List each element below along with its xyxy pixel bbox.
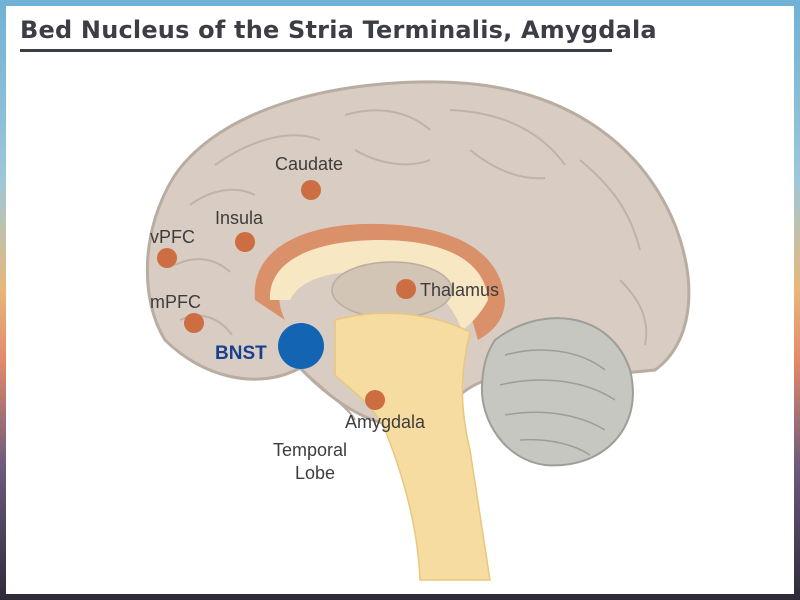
caudate-label: Caudate xyxy=(275,154,343,174)
insula-label: Insula xyxy=(215,208,264,228)
temporal-label-line2: Lobe xyxy=(295,463,335,483)
title-underline xyxy=(20,49,612,52)
thalamus-label: Thalamus xyxy=(420,280,499,300)
temporal-label-line1: Temporal xyxy=(273,440,347,460)
amygdala-label: Amygdala xyxy=(345,412,426,432)
brainstem xyxy=(334,312,491,581)
vpfc-label: vPFC xyxy=(150,227,195,247)
bnst-label: BNST xyxy=(215,343,267,364)
cerebellum-folia xyxy=(499,349,616,456)
thalamus-marker xyxy=(396,279,416,299)
mpfc-marker xyxy=(184,313,204,333)
insula-marker xyxy=(235,232,255,252)
temporal-lobe xyxy=(299,367,356,421)
mpfc-label: mPFC xyxy=(150,292,201,312)
amygdala-marker xyxy=(365,390,385,410)
inner-region xyxy=(269,240,488,330)
bnst-marker xyxy=(278,323,324,369)
cerebellum xyxy=(480,317,634,467)
vpfc-marker xyxy=(157,248,177,268)
caudate-marker xyxy=(301,180,321,200)
gyri-lines xyxy=(174,109,648,346)
slide-title: Bed Nucleus of the Stria Terminalis, Amy… xyxy=(20,16,657,44)
